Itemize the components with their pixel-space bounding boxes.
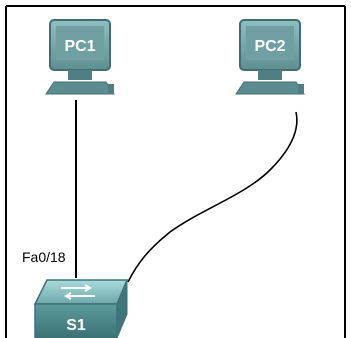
pc2-keyboard bbox=[235, 81, 305, 95]
pc1-keyboard bbox=[45, 81, 115, 95]
pc2-mouse bbox=[298, 84, 304, 94]
pc1-stand bbox=[68, 70, 92, 80]
pc2-device[interactable]: PC2 bbox=[235, 19, 305, 95]
switch-label: S1 bbox=[66, 317, 86, 334]
switch-front bbox=[34, 303, 118, 338]
switch-side bbox=[116, 279, 128, 338]
switch-s1-device[interactable]: S1 bbox=[33, 279, 129, 338]
switch-arrows-icon bbox=[61, 284, 95, 300]
pc2-label: PC2 bbox=[254, 38, 285, 55]
pc1-screen bbox=[56, 26, 104, 60]
cable-pc2-s1 bbox=[127, 111, 298, 283]
pc1-mouse bbox=[108, 84, 114, 94]
pc2-screen bbox=[246, 26, 294, 60]
pc2-stand bbox=[258, 70, 282, 80]
pc1-device[interactable]: PC1 bbox=[45, 19, 115, 95]
switch-top bbox=[33, 279, 129, 305]
pc1-label: PC1 bbox=[64, 38, 95, 55]
port-label-fa0-18: Fa0/18 bbox=[22, 249, 66, 265]
